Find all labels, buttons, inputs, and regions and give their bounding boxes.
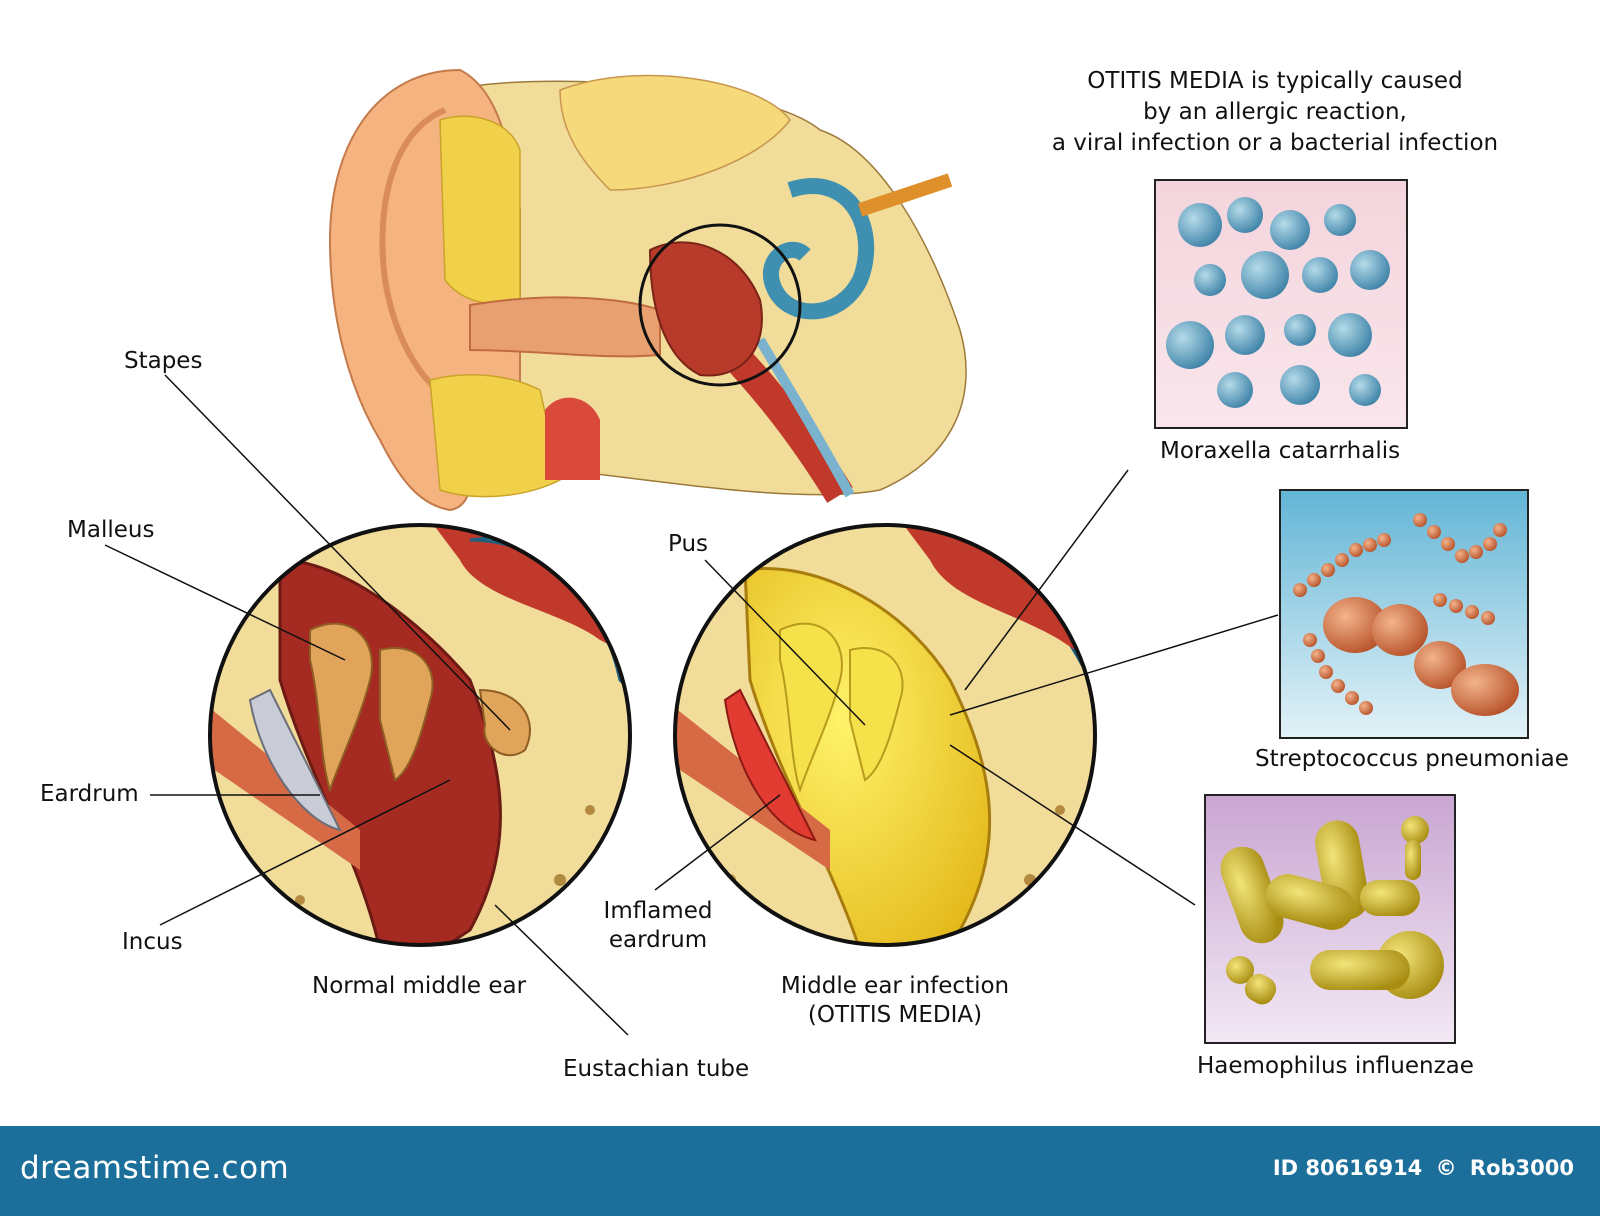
label-infection-line-1: Middle ear infection: [780, 973, 1010, 999]
label-inflamed-eardrum-line-2: eardrum: [608, 926, 708, 953]
image-credit: ID 80616914 © Rob3000: [1267, 1156, 1574, 1180]
fat-tissue-lower: [429, 374, 561, 498]
haemophilus-panel: [1204, 794, 1456, 1044]
label-stapes: Stapes: [124, 348, 203, 374]
author-name: Rob3000: [1469, 1156, 1574, 1180]
auditory-nerve: [857, 173, 953, 217]
image-id: ID 80616914: [1272, 1156, 1423, 1180]
intro-text: OTITIS MEDIA is typically caused by an a…: [1040, 66, 1510, 159]
brain-lobe: [559, 74, 791, 191]
infected-middle-ear-circle: [673, 523, 1097, 947]
moraxella-panel: [1154, 179, 1408, 429]
muscle-tissue: [545, 397, 600, 480]
pinna-inner-fold: [379, 107, 452, 403]
label-malleus: Malleus: [67, 517, 155, 543]
label-inflamed-eardrum: Imflamed eardrum: [598, 897, 718, 955]
label-pus: Pus: [668, 531, 709, 557]
normal-middle-ear-circle: [208, 523, 632, 947]
label-normal-middle-ear: Normal middle ear: [312, 973, 527, 999]
caption-moraxella: Moraxella catarrhalis: [1160, 438, 1401, 464]
intro-line-2: by an allergic reaction,: [1143, 99, 1407, 125]
copyright-symbol: ©: [1435, 1156, 1457, 1180]
ear-canal: [469, 296, 661, 358]
cochlea: [762, 178, 875, 320]
intro-line-1: OTITIS MEDIA is typically caused: [1087, 68, 1463, 94]
artery: [755, 337, 855, 498]
label-middle-ear-infection: Middle ear infection (OTITIS MEDIA): [775, 972, 1015, 1030]
caption-streptococcus: Streptococcus pneumoniae: [1255, 746, 1569, 772]
streptococcus-panel: [1279, 489, 1529, 739]
footer-bar: dreamstime.com ID 80616914 © Rob3000: [0, 1126, 1600, 1216]
caption-haemophilus: Haemophilus influenzae: [1197, 1053, 1474, 1079]
label-infection-line-2: (OTITIS MEDIA): [807, 1001, 983, 1028]
magnifier-ring: [638, 223, 802, 387]
fat-tissue-upper: [439, 115, 521, 305]
label-inflamed-eardrum-line-1: Imflamed: [603, 898, 713, 924]
brand-logo-text: dreamstime.com: [20, 1150, 290, 1186]
label-incus: Incus: [122, 929, 183, 955]
intro-line-3: a viral infection or a bacterial infecti…: [1051, 130, 1499, 156]
leader-lines: [104, 374, 1279, 1036]
label-eardrum: Eardrum: [40, 781, 139, 807]
middle-ear-closeup: [648, 241, 763, 377]
outer-ear-anatomy: [328, 68, 967, 512]
label-eustachian-tube: Eustachian tube: [563, 1056, 750, 1082]
